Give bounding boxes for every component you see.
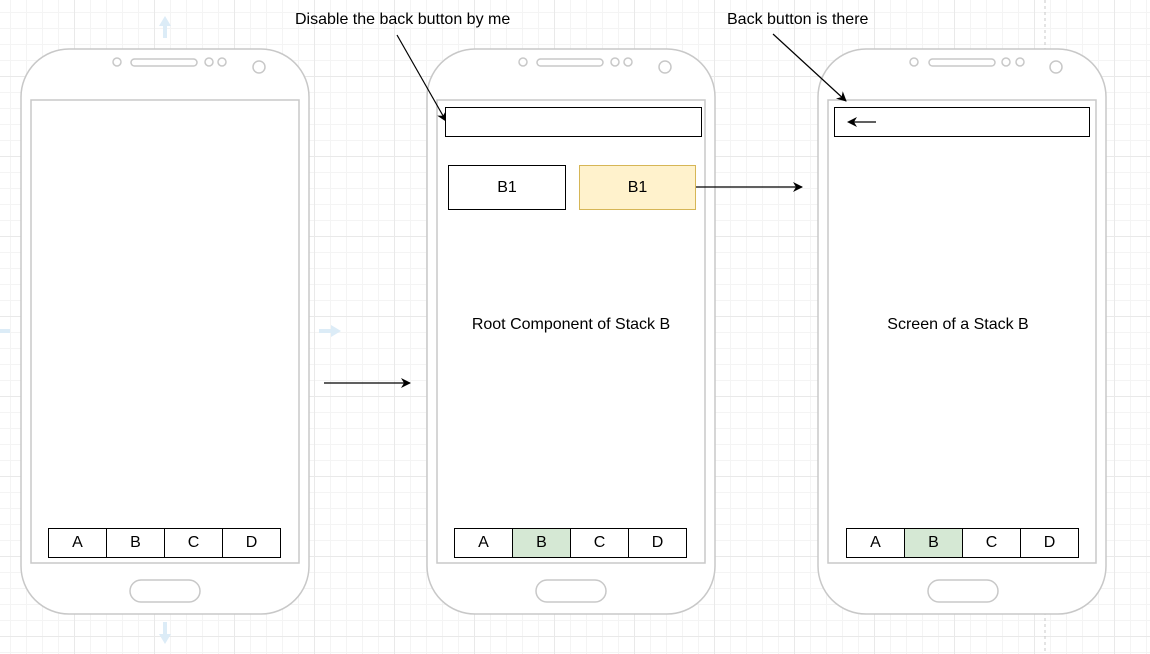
phone-1-home-button [129, 579, 201, 603]
tab-d[interactable]: D [628, 529, 686, 557]
phone-2-center-text: Root Component of Stack B [471, 316, 671, 333]
tab-b[interactable]: B [904, 529, 962, 557]
phone-2-header-bar [445, 107, 702, 137]
phone-2-home-button [535, 579, 607, 603]
phone-3-speaker [909, 57, 1063, 74]
tab-a[interactable]: A [478, 534, 489, 551]
tab-c[interactable]: C [962, 529, 1020, 557]
b1-button-highlighted[interactable]: B1 [579, 165, 696, 210]
annotation-back-present: Back button is there [727, 11, 869, 28]
tab-c[interactable]: C [164, 529, 222, 557]
tab-c[interactable]: C [570, 529, 628, 557]
left-arrow-icon[interactable] [845, 115, 877, 129]
phone-3-home-button [927, 579, 999, 603]
tab-d[interactable]: D [222, 529, 280, 557]
tab-d[interactable]: D [1020, 529, 1078, 557]
tab-a[interactable]: A [72, 534, 83, 551]
tab-a[interactable]: A [870, 534, 881, 551]
phone-3-center-text: Screen of a Stack B [887, 316, 1029, 333]
phone-3 [817, 48, 1107, 615]
arrow-back-annotation [772, 33, 847, 102]
phone-2-speaker [518, 57, 672, 74]
annotation-disable-back: Disable the back button by me [295, 11, 511, 28]
arrow-disable-annotation [396, 34, 447, 122]
phone-1-speaker [112, 57, 266, 74]
phone-3-header-bar [834, 107, 1090, 137]
tab-b[interactable]: B [106, 529, 164, 557]
phone-1 [20, 48, 310, 615]
tab-b[interactable]: B [512, 529, 570, 557]
b1-button-plain[interactable]: B1 [448, 165, 566, 210]
